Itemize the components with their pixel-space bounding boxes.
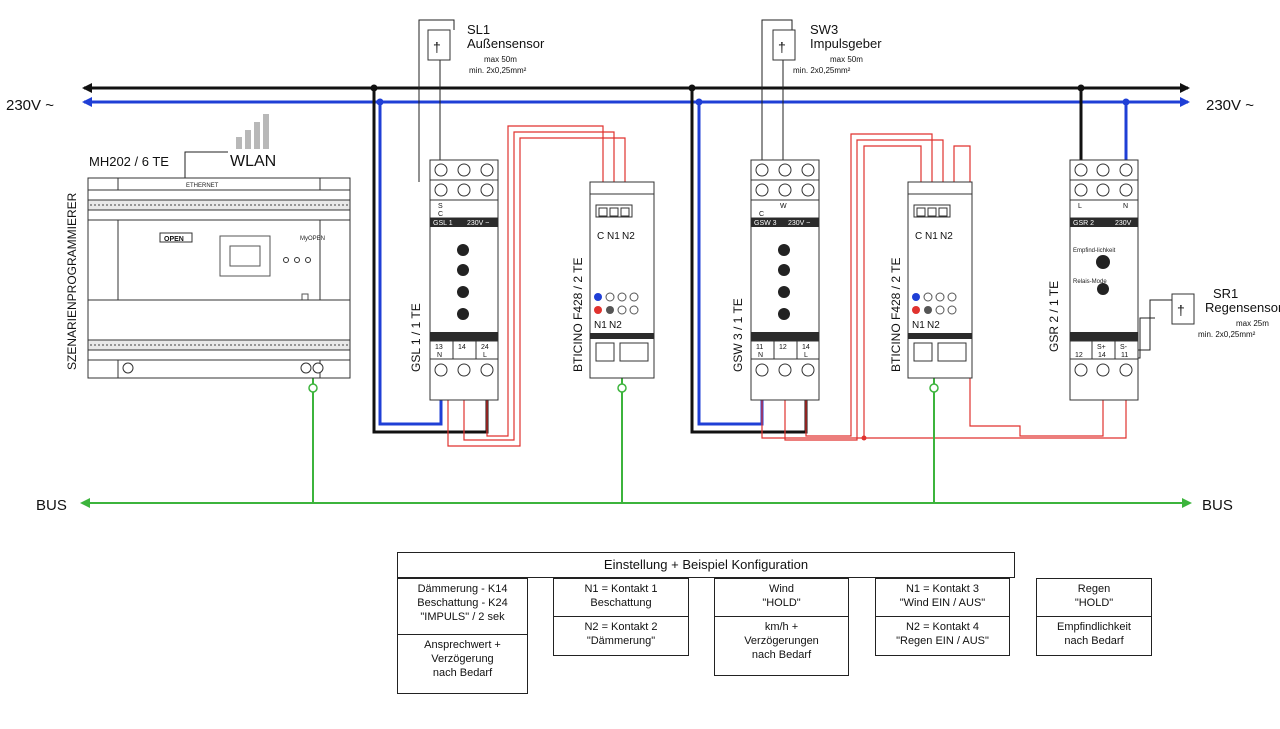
sensor-sw3-name: Impulsgeber	[810, 36, 882, 51]
gsr2-term-11: 11	[1121, 352, 1128, 359]
gsl1-term-n: N	[437, 352, 442, 359]
gsl1-term-24: 24	[481, 344, 489, 351]
sensor-sl1: † SL1 Außensensor max 50m min. 2x0,25mm²	[418, 19, 545, 182]
sensor-sr1-cable: min. 2x0,25mm²	[1198, 330, 1256, 339]
sensor-sr1-id: SR1	[1213, 286, 1238, 301]
gsl1-term-13: 13	[435, 344, 443, 351]
gsw3-term-12: 12	[779, 344, 787, 351]
gsr2-term-sminus: S-	[1120, 344, 1128, 351]
config-col5-top: Regen "HOLD"	[1036, 578, 1152, 617]
config-col1-bottom: Ansprechwert + Verzögerung nach Bedarf	[397, 634, 528, 694]
gsl1-term-s: S	[438, 203, 443, 210]
svg-text:†: †	[1177, 302, 1185, 318]
gsr2-term-l: L	[1078, 203, 1082, 210]
sensor-sr1-max: max 25m	[1236, 319, 1269, 328]
gsw3-term-n: N	[758, 352, 763, 359]
sensor-sw3-id: SW3	[810, 22, 838, 37]
controller-brand: MyOPEN	[300, 236, 325, 242]
sensor-sw3-cable: min. 2x0,25mm²	[793, 66, 851, 75]
config-col4-top: N1 = Kontakt 3 "Wind EIN / AUS"	[875, 578, 1010, 617]
gsw3-voltage: 230V ~	[788, 220, 810, 227]
bticino1-led-n2: N2	[609, 320, 622, 331]
gsl1-term-14: 14	[458, 344, 466, 351]
gsw3-term-c: C	[759, 211, 764, 218]
sensor-sl1-cable: min. 2x0,25mm²	[469, 66, 527, 75]
controller-mh202: MH202 / 6 TE WLAN ETHERNET OPEN MyOPEN	[65, 114, 351, 379]
config-title: Einstellung + Beispiel Konfiguration	[397, 552, 1015, 578]
gsl1-side-label: GSL 1 / 1 TE	[409, 303, 423, 372]
controller-logo: OPEN	[164, 236, 184, 243]
gsw3-term-l: L	[804, 352, 808, 359]
bticino2-side-label: BTICINO F428 / 2 TE	[889, 258, 903, 372]
gsl1-term-l: L	[483, 352, 487, 359]
gsl1-header: GSL 1	[433, 220, 453, 227]
gsw3-term-11: 11	[756, 344, 763, 351]
module-bticino1: C N1 N2 N1 N2 BTICINO F428 / 2 TE	[571, 181, 655, 379]
sensor-sw3: † SW3 Impulsgeber max 50m min. 2x0,25mm²	[761, 19, 882, 182]
config-col3-bottom: km/h + Verzögerungen nach Bedarf	[714, 616, 849, 676]
bticino1-side-label: BTICINO F428 / 2 TE	[571, 258, 585, 372]
gsw3-term-w: W	[780, 203, 787, 210]
gsr2-term-12: 12	[1075, 352, 1083, 359]
module-gsl1: S C GSL 1 230V ~ 13 14 24 N L GSL 1 / 1 …	[409, 159, 499, 401]
gsr2-header: GSR 2	[1073, 220, 1094, 227]
bus-label-left: BUS	[36, 497, 67, 514]
module-bticino2: C N1 N2 N1 N2 BTICINO F428 / 2 TE	[889, 181, 973, 379]
config-col2-bottom: N2 = Kontakt 2 "Dämmerung"	[553, 616, 689, 656]
bticino1-term-n1: N1	[607, 231, 620, 242]
config-col2-top: N1 = Kontakt 1 Beschattung	[553, 578, 689, 617]
bticino1-term-c: C	[597, 231, 604, 242]
ethernet-label: ETHERNET	[186, 183, 219, 189]
svg-text:†: †	[778, 39, 786, 55]
gsr2-term-14: 14	[1098, 352, 1106, 359]
gsr2-voltage: 230V	[1115, 220, 1132, 227]
controller-name: MH202 / 6 TE	[89, 154, 169, 169]
wlan-label: WLAN	[230, 153, 276, 170]
bticino2-led-n2: N2	[927, 320, 940, 331]
svg-text:†: †	[433, 39, 441, 55]
gsr2-label-relay-mode: Relais-Mode	[1073, 279, 1107, 285]
bticino2-term-n2: N2	[940, 231, 953, 242]
bticino2-term-c: C	[915, 231, 922, 242]
gsr2-label-sensitivity: Empfind-lichkeit	[1073, 248, 1116, 254]
gsw3-term-14: 14	[802, 344, 810, 351]
gsw3-side-label: GSW 3 / 1 TE	[731, 298, 745, 372]
gsr2-term-n: N	[1123, 203, 1128, 210]
module-gsw3: C W GSW 3 230V ~ 11 12 14 N L GSW 3 / 1 …	[731, 159, 820, 401]
power-label-left: 230V ~	[6, 97, 54, 114]
gsw3-header: GSW 3	[754, 220, 777, 227]
wlan-icon	[236, 137, 242, 149]
gsl1-voltage: 230V ~	[467, 220, 489, 227]
config-col3-top: Wind "HOLD"	[714, 578, 849, 617]
sensor-sr1-name: Regensensor	[1205, 300, 1280, 315]
config-col4-bottom: N2 = Kontakt 4 "Regen EIN / AUS"	[875, 616, 1010, 656]
sensor-sl1-max: max 50m	[484, 55, 517, 64]
bticino1-term-n2: N2	[622, 231, 635, 242]
bus-label-right: BUS	[1202, 497, 1233, 514]
gsl1-term-c: C	[438, 211, 443, 218]
bticino2-led-n1: N1	[912, 320, 925, 331]
gsr2-side-label: GSR 2 / 1 TE	[1047, 281, 1061, 352]
bticino1-led-n1: N1	[594, 320, 607, 331]
sensor-sl1-name: Außensensor	[467, 36, 545, 51]
sensor-sw3-max: max 50m	[830, 55, 863, 64]
sensor-sr1: † SR1 Regensensor max 25m min. 2x0,25mm²	[1102, 286, 1280, 370]
config-col1-top: Dämmerung - K14 Beschattung - K24 "IMPUL…	[397, 578, 528, 635]
bticino2-term-n1: N1	[925, 231, 938, 242]
gsr2-term-splus: S+	[1097, 344, 1106, 351]
sensor-sl1-id: SL1	[467, 22, 490, 37]
config-col5-bottom: Empfindlichkeit nach Bedarf	[1036, 616, 1152, 656]
module-gsr2: L N GSR 2 230V Empfind-lichkeit Relais-M…	[1047, 159, 1139, 401]
power-label-right: 230V ~	[1206, 97, 1254, 114]
controller-side-label: SZENARIENPROGRAMMIERER	[65, 192, 79, 370]
